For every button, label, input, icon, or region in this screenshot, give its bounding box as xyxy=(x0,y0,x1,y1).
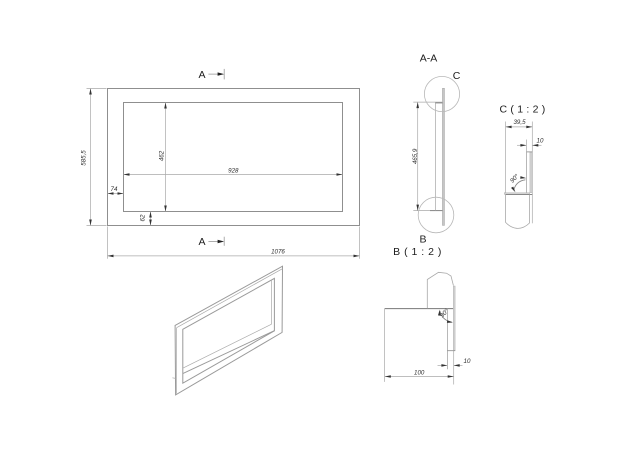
svg-text:10: 10 xyxy=(464,358,471,365)
svg-text:585,5: 585,5 xyxy=(81,150,88,166)
svg-text:1076: 1076 xyxy=(271,248,285,255)
svg-text:A: A xyxy=(198,69,205,81)
svg-text:74: 74 xyxy=(111,186,118,193)
svg-text:B: B xyxy=(419,234,426,246)
svg-text:A: A xyxy=(198,236,205,248)
svg-text:B ( 1 : 2 ): B ( 1 : 2 ) xyxy=(393,246,442,258)
svg-text:462: 462 xyxy=(158,150,165,161)
svg-text:C: C xyxy=(453,70,461,82)
svg-text:39,5: 39,5 xyxy=(513,119,526,126)
svg-text:C ( 1 : 2 ): C ( 1 : 2 ) xyxy=(500,104,546,116)
svg-text:465,9: 465,9 xyxy=(412,148,419,164)
svg-text:90°: 90° xyxy=(509,173,521,185)
svg-text:A-A: A-A xyxy=(420,53,438,65)
svg-text:90°: 90° xyxy=(439,307,451,319)
svg-text:10: 10 xyxy=(537,138,544,145)
svg-text:928: 928 xyxy=(228,167,239,174)
svg-text:62: 62 xyxy=(140,214,147,221)
svg-text:100: 100 xyxy=(414,369,425,376)
